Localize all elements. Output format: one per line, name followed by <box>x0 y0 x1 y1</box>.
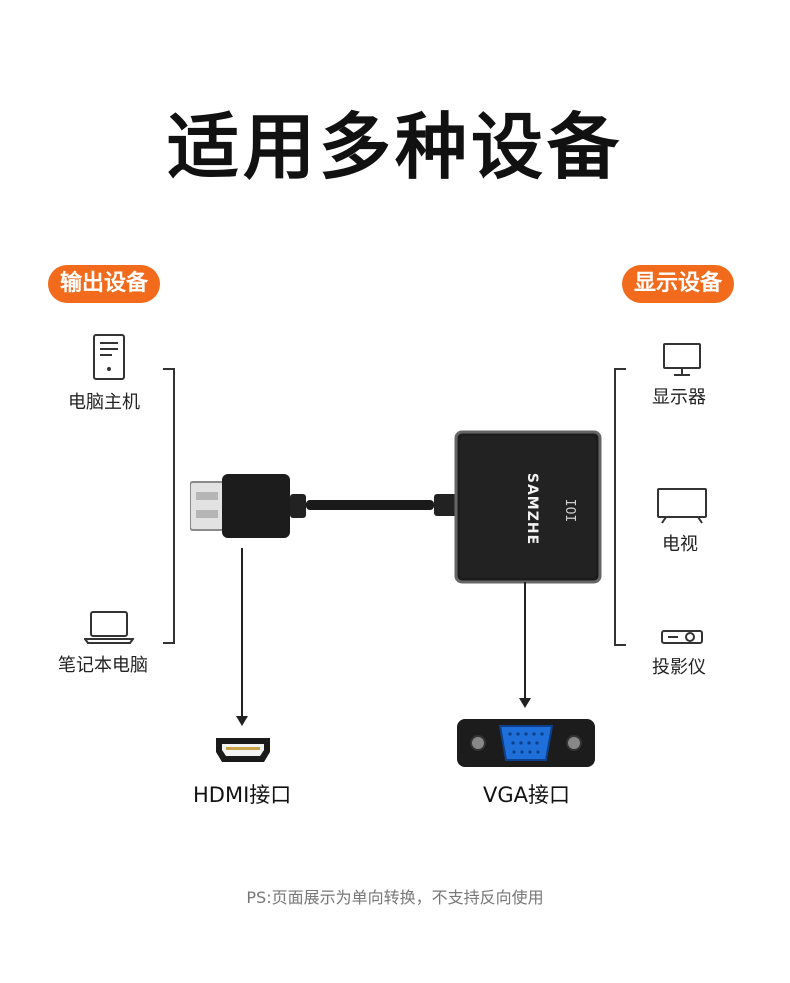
display-devices-bracket <box>614 368 626 646</box>
output-devices-badge: 输出设备 <box>48 265 161 303</box>
vga-arrow-line <box>524 582 526 700</box>
projector-icon <box>660 628 704 646</box>
vga-port-icon <box>456 718 596 768</box>
hdmi-port-icon <box>214 736 272 764</box>
vga-port-label: VGA接口 <box>483 783 571 807</box>
laptop-icon <box>84 610 134 644</box>
monitor-label: 显示器 <box>652 387 706 408</box>
display-devices-badge: 显示设备 <box>622 265 735 303</box>
vga-arrow-head <box>519 698 531 708</box>
tv-icon <box>656 487 708 525</box>
page-title: 适用多种设备 <box>166 105 623 189</box>
projector-label: 投影仪 <box>652 657 706 678</box>
output-devices-bracket <box>163 368 175 644</box>
footnote: PS:页面展示为单向转换，不支持反向使用 <box>246 888 544 907</box>
adapter-brand-logo: SAMZHE <box>524 472 540 546</box>
laptop-label: 笔记本电脑 <box>58 655 148 676</box>
hdmi-port-label: HDMI接口 <box>193 783 292 807</box>
hdmi-arrow-line <box>241 548 243 718</box>
vga-port-symbol: IOI <box>562 498 578 522</box>
hdmi-arrow-head <box>236 716 248 726</box>
tv-label: 电视 <box>662 534 698 555</box>
monitor-icon <box>662 342 702 378</box>
hdmi-to-vga-adapter <box>189 430 610 590</box>
desktop-label: 电脑主机 <box>68 392 140 413</box>
desktop-tower-icon <box>92 333 126 381</box>
